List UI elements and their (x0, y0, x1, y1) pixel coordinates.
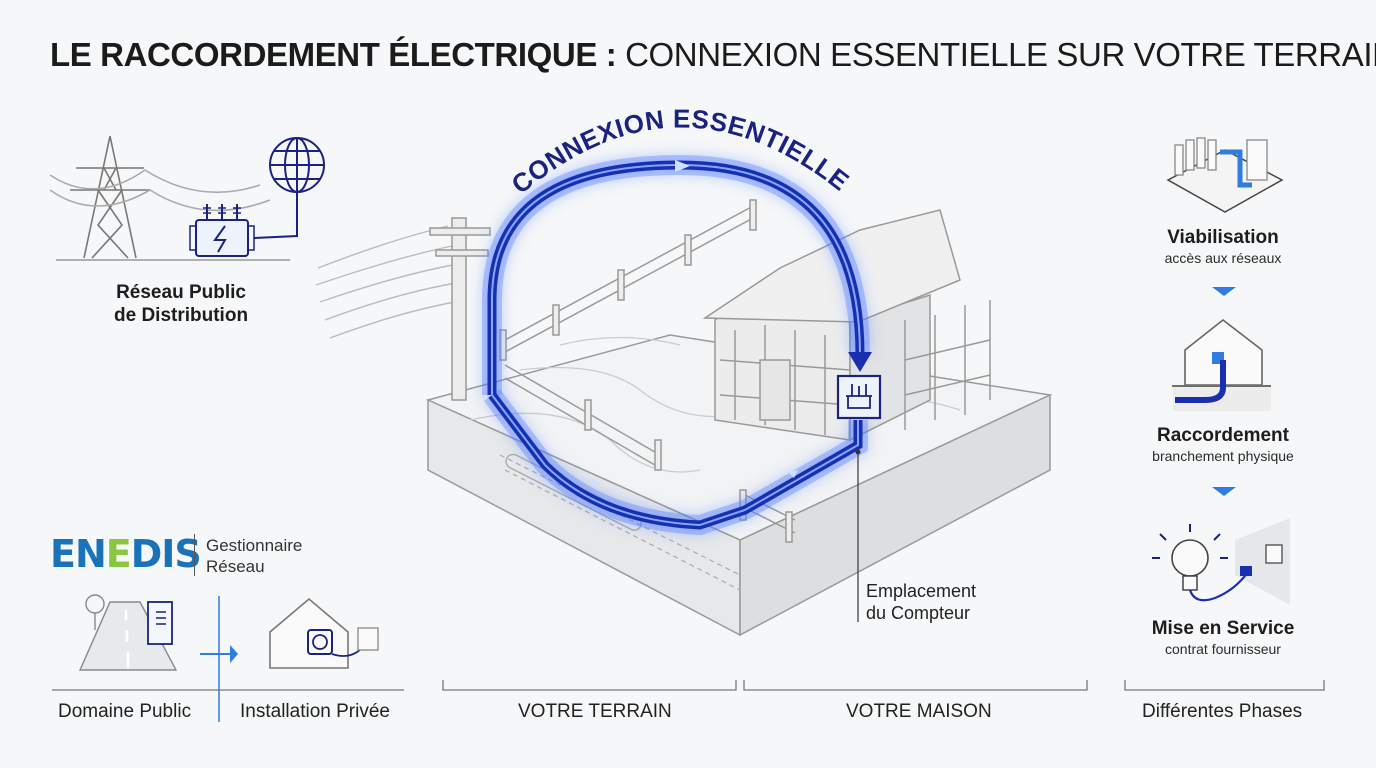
phase-viabilisation: Viabilisation accès aux réseaux (1164, 227, 1282, 266)
network-label: Réseau Public de Distribution (114, 282, 249, 326)
phase-arrow-1 (1212, 287, 1236, 296)
phase-raccordement: Raccordement branchement physique (1152, 425, 1294, 464)
utility-pole (429, 217, 491, 401)
terrain-block (425, 199, 1053, 637)
footer-installation-privee: Installation Privée (240, 701, 390, 722)
pylon-icon (49, 135, 290, 261)
enedis-caption: Gestionnaire Réseau (206, 536, 303, 576)
title-light: CONNEXION ESSENTIELLE SUR VOTRE TERRAIN (625, 36, 1376, 73)
phase-mise-en-service: Mise en Service contrat fournisseur (1151, 618, 1295, 657)
phase-arrow-2 (1212, 487, 1236, 496)
private-house-icon (269, 597, 379, 669)
transformer-icon (189, 204, 255, 257)
footer-votre-maison: VOTRE MAISON (846, 701, 992, 722)
road-icon (78, 594, 178, 671)
footer-domaine-public: Domaine Public (58, 701, 192, 722)
mise-en-service-icon (1152, 518, 1290, 605)
meter-icon (836, 374, 882, 420)
connection-loop (482, 154, 872, 536)
raccordement-icon (1172, 318, 1271, 411)
page-title: LE RACCORDEMENT ÉLECTRIQUE : CONNEXION E… (50, 36, 1376, 74)
globe-icon (253, 137, 325, 239)
house-frame (702, 209, 991, 442)
viabilisation-icon (1166, 137, 1284, 213)
footer-brackets (52, 680, 1325, 691)
meter-label: Emplacement du Compteur (866, 581, 977, 623)
logo-divider (194, 534, 195, 576)
footer-votre-terrain: VOTRE TERRAIN (518, 701, 672, 722)
footer-differentes-phases: Différentes Phases (1142, 701, 1303, 722)
enedis-logo: ENEDIS (50, 532, 202, 576)
title-bold: LE RACCORDEMENT ÉLECTRIQUE : (50, 36, 617, 73)
incoming-cables (315, 225, 467, 339)
